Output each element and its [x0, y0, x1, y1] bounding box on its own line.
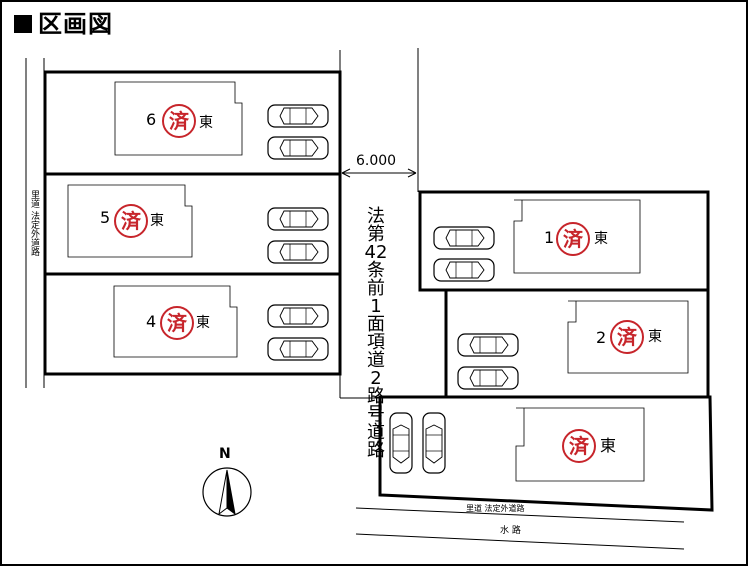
lot-1-suffix: 東	[594, 231, 608, 247]
lot-6-suffix: 東	[199, 115, 213, 131]
dimension-label: 6.000	[356, 153, 397, 169]
lot-4-boundary	[43, 272, 342, 376]
lot-5-suffix: 東	[150, 213, 164, 229]
sold-stamp: 済	[114, 204, 148, 238]
sold-stamp: 済	[162, 104, 196, 138]
bottom-road-line	[355, 533, 685, 550]
road-char: 第	[367, 224, 385, 245]
road-char: 項道	[367, 332, 385, 371]
road-char: 法	[367, 206, 385, 227]
lot-3-boundary	[378, 395, 714, 512]
sold-stamp: 済	[160, 306, 194, 340]
road-char: 2路	[367, 368, 385, 407]
lot-2-number: 2	[596, 328, 607, 347]
lot-2-suffix: 東	[648, 329, 662, 345]
bottom-road-label: 里道 法定外道路	[466, 504, 525, 513]
lot-1-number: 1	[544, 228, 555, 247]
left-road-label: 里道 法定外道路	[29, 190, 39, 256]
north-label: N	[219, 446, 231, 462]
lot-5-number: 5	[100, 208, 111, 227]
road-char: 条前	[367, 260, 385, 299]
lot-6-number: 6	[146, 110, 157, 129]
road-char: 号道	[367, 404, 385, 443]
bottom-road-line	[355, 507, 685, 523]
title-text: 区画図	[38, 10, 113, 38]
front-road-label: 法 第 42 条前 1面 項道 2路 号道 路	[362, 208, 390, 460]
road-char: 路	[367, 440, 385, 461]
road-char: 1面	[367, 296, 385, 335]
sold-stamp: 済	[556, 222, 590, 256]
waterway-label: 水 路	[500, 526, 521, 536]
road-char: 42	[364, 242, 388, 263]
sold-stamp: 済	[562, 429, 596, 463]
sold-stamp: 済	[610, 320, 644, 354]
square-icon	[14, 15, 32, 33]
lot-3-suffix: 東	[600, 436, 617, 455]
lot-4-suffix: 東	[196, 315, 210, 331]
page-title: 区画図	[14, 10, 113, 38]
lot-4-number: 4	[146, 312, 157, 331]
